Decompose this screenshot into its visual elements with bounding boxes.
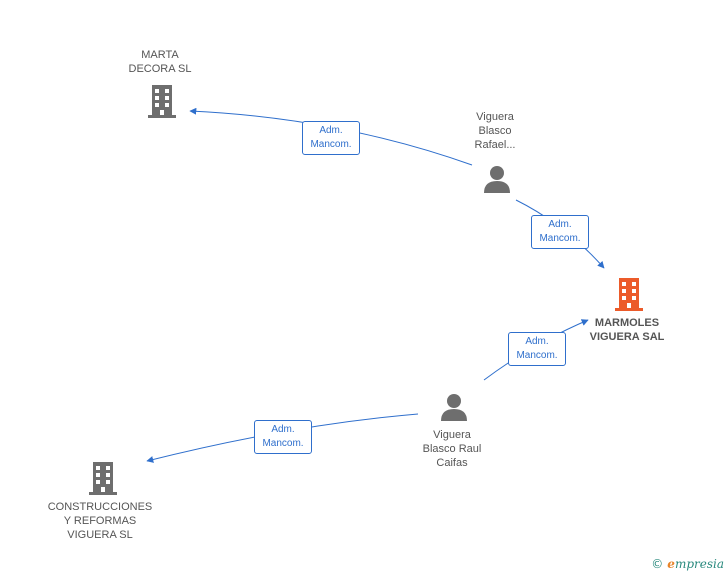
edge-label-raul-marmoles[interactable]: Adm. Mancom. (508, 332, 566, 366)
edge-label-rafael-marmoles[interactable]: Adm. Mancom. (531, 215, 589, 249)
person-icon[interactable] (482, 164, 512, 194)
edge-label-raul-construcciones[interactable]: Adm. Mancom. (254, 420, 312, 454)
edge-label-rafael-marta[interactable]: Adm. Mancom. (302, 121, 360, 155)
building-icon[interactable] (87, 460, 119, 496)
empresia-brand: ©empresia (651, 557, 724, 571)
building-icon[interactable] (146, 83, 178, 119)
node-label-raul[interactable]: Viguera Blasco Raul Caifas (422, 429, 482, 469)
node-label-rafael[interactable]: Viguera Blasco Rafael... (474, 111, 516, 151)
node-label-construcciones[interactable]: CONSTRUCCIONES Y REFORMAS VIGUERA SL (47, 501, 153, 541)
node-label-marta[interactable]: MARTA DECORA SL (128, 49, 192, 75)
copyright-icon: © (651, 557, 664, 571)
brand-logo-initial: e (667, 557, 675, 571)
main-building-icon[interactable] (613, 276, 645, 312)
brand-logo-rest: mpresia (674, 557, 724, 571)
person-icon[interactable] (439, 392, 469, 422)
node-label-marmoles[interactable]: MARMOLES VIGUERA SAL (589, 317, 665, 343)
